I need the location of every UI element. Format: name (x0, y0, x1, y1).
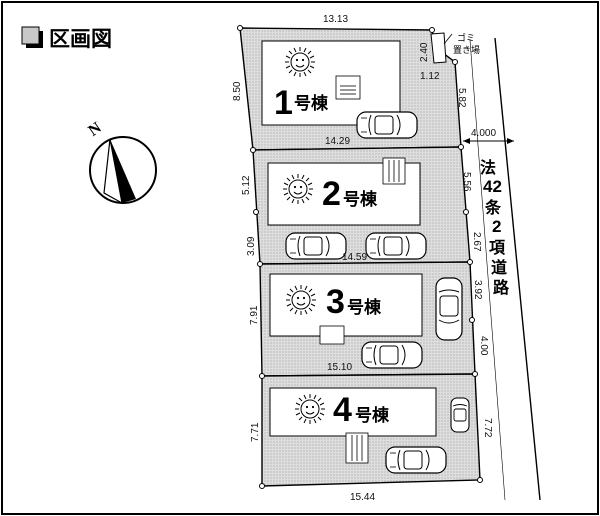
road-char-4: 2 (492, 217, 501, 236)
garbage-area: ゴミ 置き場 (430, 32, 480, 64)
lot-1-number: 1 (274, 84, 293, 122)
dim-lot2-bottom: 14.59 (342, 252, 367, 263)
dim-lot1-bottom: 14.29 (325, 136, 350, 147)
lot-2-car-right-icon (365, 232, 427, 260)
dim-lot1-right: 5.82 (456, 88, 467, 108)
lot-4-number: 4 (333, 391, 352, 429)
dim-lot2-left-upper: 5.12 (241, 175, 252, 195)
page-title: 区画図 (49, 27, 112, 51)
lot-3-building (269, 273, 423, 337)
lot-1-car-icon (356, 111, 418, 139)
title-marker (21, 26, 40, 45)
road-char-5: 項 (489, 238, 506, 257)
dim-lot2-right-upper: 5.56 (461, 172, 472, 192)
garbage-label-line1: ゴミ (457, 32, 475, 44)
lot-4-building (269, 387, 437, 437)
lot-2[interactable]: 2 号棟 (252, 146, 471, 265)
dim-lot3-right-lower: 4.00 (478, 336, 489, 356)
garbage-label-line2: 置き場 (453, 44, 480, 56)
road-width-dimension: 4.000 (463, 128, 514, 144)
lot-4-car-small-icon (450, 397, 470, 433)
lot-4-car-horizontal-icon (385, 446, 447, 474)
dim-lot4-right: 7.72 (482, 418, 493, 438)
dim-lot4-left: 7.71 (250, 422, 261, 442)
dim-garbage-height: 2.40 (419, 42, 430, 62)
lot-2-suffix: 号棟 (343, 189, 378, 210)
road-edge-inner (494, 37, 541, 501)
lot-3-car-horizontal-icon (361, 341, 423, 369)
road-char-3: 条 (484, 198, 502, 217)
road-char-1: 法 (480, 158, 496, 177)
dim-lot1-top: 13.13 (323, 14, 348, 25)
compass-north-label: N (85, 119, 105, 140)
dim-lot1-left: 8.50 (232, 81, 243, 101)
dim-lot2-left-lower: 3.09 (246, 236, 257, 256)
road-char-7: 路 (493, 278, 510, 297)
lot-3[interactable]: 3 号棟 (259, 261, 476, 377)
road-width-label: 4.000 (471, 128, 496, 139)
lot-4-suffix: 号棟 (355, 405, 390, 426)
road-edge-outer (469, 39, 506, 501)
dim-lot2-right-lower: 2.67 (471, 232, 482, 252)
road-name: 法 42 条 2 項 道 路 (480, 158, 510, 297)
lot-3-number: 3 (326, 283, 345, 321)
lot-1-building (261, 40, 401, 126)
lot-4[interactable]: 4 号棟 (261, 373, 481, 487)
dim-garbage-width: 1.12 (420, 71, 440, 82)
road-char-2: 42 (483, 177, 502, 196)
dim-lot3-bottom: 15.10 (327, 362, 352, 373)
lot-3-suffix: 号棟 (347, 297, 382, 318)
dim-lot3-right-upper: 3.92 (472, 280, 483, 300)
lot-1-suffix: 号棟 (294, 93, 329, 114)
dim-lot3-left: 7.91 (249, 305, 260, 325)
lot-3-car-vertical-icon (435, 277, 463, 341)
road-char-6: 道 (491, 258, 507, 277)
dim-lot4-bottom: 15.44 (350, 492, 375, 503)
compass-icon: N (85, 119, 157, 205)
boundary-markers (237, 25, 483, 489)
lot-2-car-left-icon (285, 232, 347, 260)
lot-2-number: 2 (322, 175, 341, 213)
